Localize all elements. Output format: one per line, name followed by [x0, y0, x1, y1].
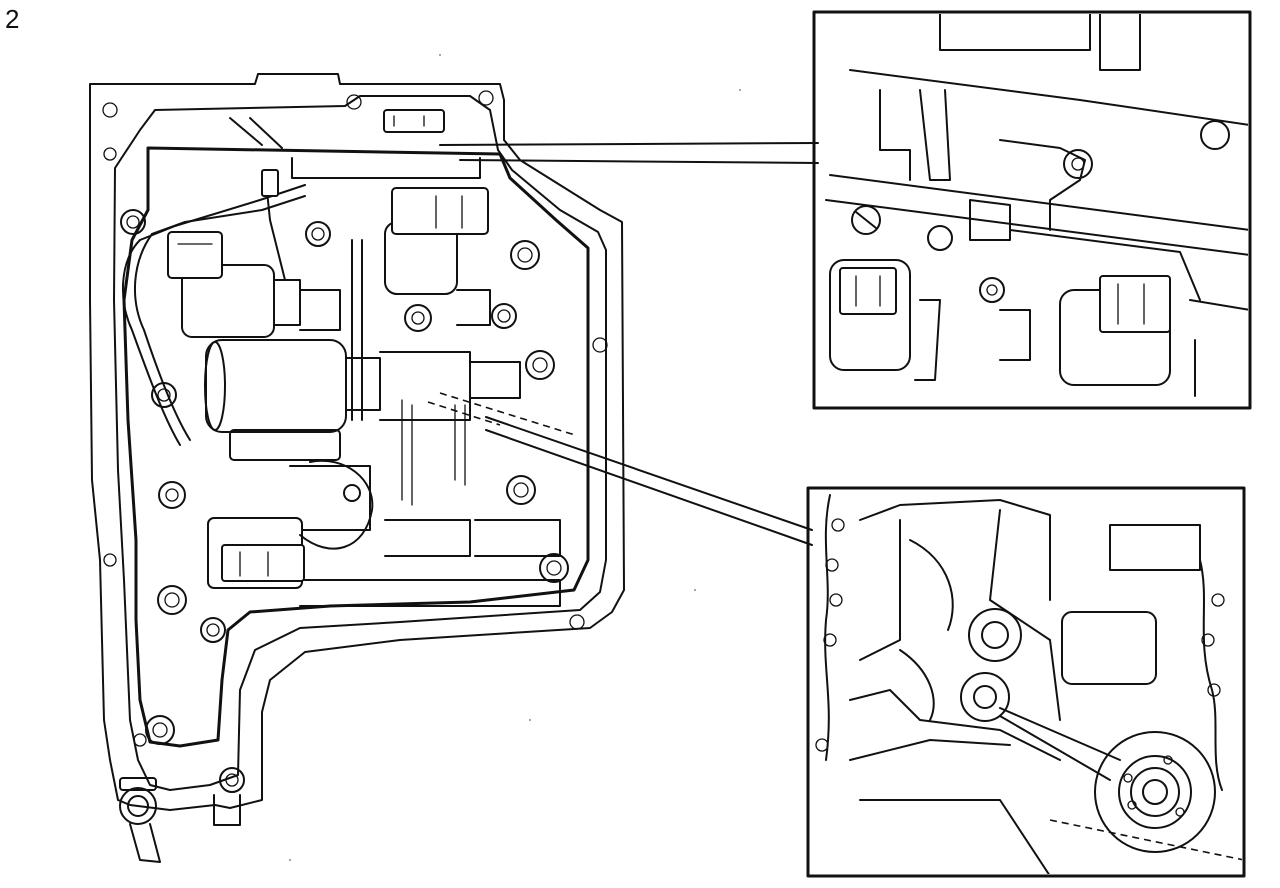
lower-connector — [207, 517, 305, 589]
valve-body-housing — [122, 146, 590, 748]
gasket-holes — [102, 90, 608, 747]
gasket-plate-outline — [89, 73, 625, 811]
main-valve-body-view — [89, 73, 625, 863]
leader-lines — [427, 142, 819, 546]
figure-number: 2 — [5, 4, 20, 34]
upper-right-solenoid — [384, 187, 491, 326]
detail-view-bottom — [806, 486, 1246, 878]
wire-harness — [122, 117, 374, 550]
scan-specks — [289, 54, 741, 861]
central-solenoid — [204, 239, 521, 433]
top-plate-details — [291, 109, 481, 179]
upper-solenoid — [167, 231, 341, 338]
detail-view-top — [812, 10, 1252, 410]
temperature-sensor-fitting — [119, 777, 241, 863]
valve-body-bolts — [120, 209, 569, 793]
inner-ridge-outline — [113, 95, 607, 791]
lower-valve-block — [229, 399, 561, 607]
